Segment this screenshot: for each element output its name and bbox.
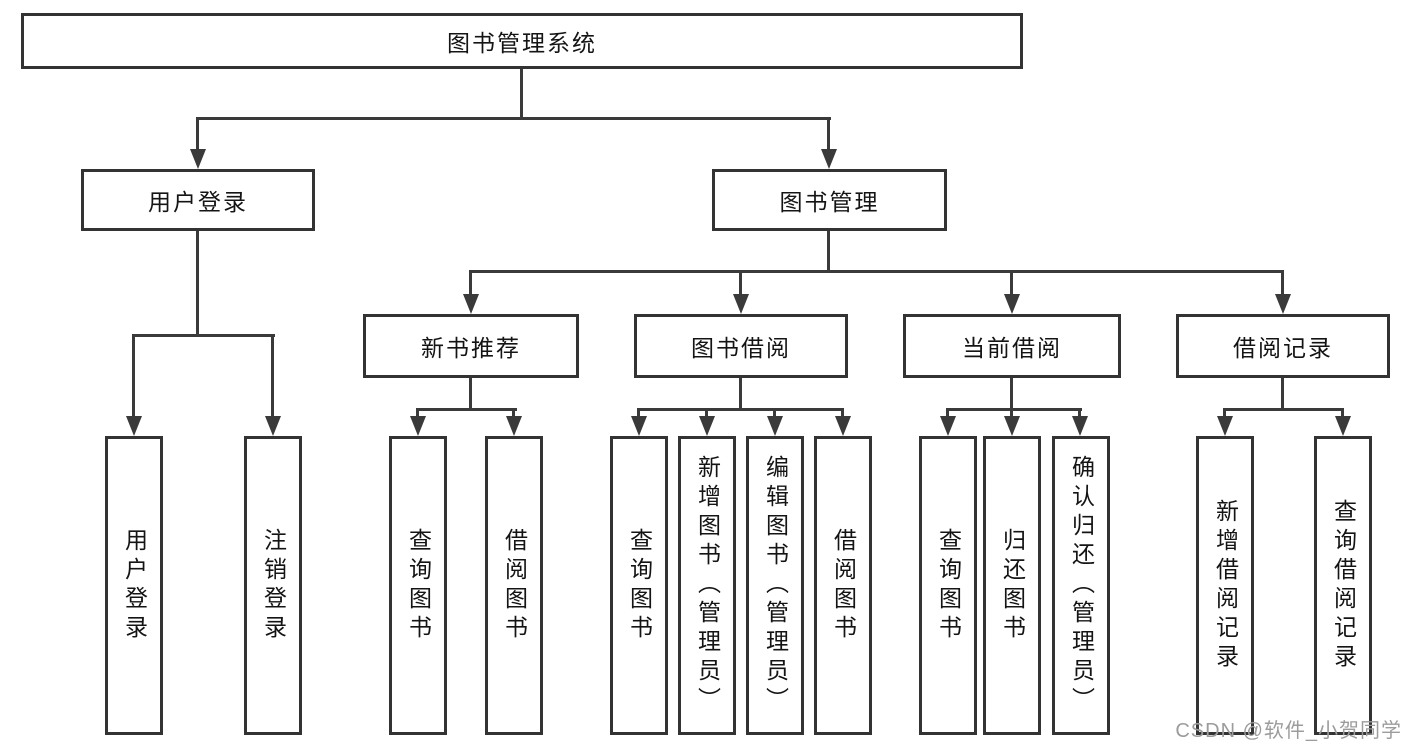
leaf-return-books: 归还图书 bbox=[983, 436, 1041, 735]
arrow-down-icon bbox=[126, 416, 142, 436]
leaf-label: 借阅图书 bbox=[501, 527, 528, 644]
arrow-down-icon bbox=[767, 416, 783, 436]
connector-line bbox=[1341, 408, 1344, 416]
connector-line bbox=[946, 408, 1082, 411]
connector-line bbox=[1010, 378, 1013, 411]
connector-line bbox=[197, 117, 831, 120]
leaf-label: 归还图书 bbox=[999, 527, 1026, 644]
node-label: 图书管理 bbox=[779, 189, 880, 215]
connector-line bbox=[196, 231, 199, 337]
connector-line bbox=[827, 117, 830, 149]
leaf-add-borrow-record: 新增借阅记录 bbox=[1196, 436, 1254, 735]
arrow-down-icon bbox=[265, 416, 281, 436]
leaf-label: 新增图书（管理员） bbox=[694, 455, 721, 716]
connector-line bbox=[132, 334, 135, 416]
arrow-down-icon bbox=[1004, 294, 1020, 314]
leaf-label: 用户登录 bbox=[121, 527, 148, 644]
leaf-label: 借阅图书 bbox=[830, 527, 857, 644]
leaf-user-login: 用户登录 bbox=[105, 436, 163, 735]
connector-line bbox=[841, 408, 844, 416]
connector-line bbox=[705, 408, 708, 416]
arrow-down-icon bbox=[1275, 294, 1291, 314]
leaf-label: 查询借阅记录 bbox=[1330, 498, 1357, 673]
arrow-down-icon bbox=[821, 149, 837, 169]
connector-line bbox=[773, 408, 776, 416]
arrow-down-icon bbox=[410, 416, 426, 436]
connector-line bbox=[1078, 408, 1081, 416]
leaf-query-borrow-record: 查询借阅记录 bbox=[1314, 436, 1372, 735]
leaf-recommend-query-books: 查询图书 bbox=[389, 436, 447, 735]
connector-line bbox=[739, 270, 742, 294]
connector-line bbox=[520, 68, 523, 120]
connector-line bbox=[469, 378, 472, 411]
connector-line bbox=[416, 408, 517, 411]
leaf-confirm-return-admin: 确认归还（管理员） bbox=[1052, 436, 1110, 735]
connector-line bbox=[416, 408, 419, 416]
connector-line bbox=[827, 231, 830, 273]
node-label: 用户登录 bbox=[148, 189, 248, 215]
leaf-label: 确认归还（管理员） bbox=[1068, 455, 1095, 716]
leaf-label: 查询图书 bbox=[405, 527, 432, 644]
leaf-label: 新增借阅记录 bbox=[1212, 498, 1239, 673]
connector-line bbox=[469, 270, 472, 294]
node-borrowing-records: 借阅记录 bbox=[1176, 314, 1390, 378]
leaf-label: 编辑图书（管理员） bbox=[762, 455, 789, 716]
connector-line bbox=[1223, 408, 1344, 411]
node-label: 当前借阅 bbox=[962, 335, 1062, 361]
connector-line bbox=[1223, 408, 1226, 416]
csdn-watermark: CSDN @软件_小贺同学 bbox=[1175, 720, 1402, 742]
connector-line bbox=[739, 378, 742, 411]
node-label: 新书推荐 bbox=[421, 335, 521, 361]
arrow-down-icon bbox=[506, 416, 522, 436]
leaf-logout-login: 注销登录 bbox=[244, 436, 302, 735]
arrow-down-icon bbox=[1335, 416, 1351, 436]
leaf-label: 注销登录 bbox=[260, 527, 287, 644]
connector-line bbox=[1281, 378, 1284, 411]
arrow-down-icon bbox=[1004, 416, 1020, 436]
arrow-down-icon bbox=[835, 416, 851, 436]
node-label: 图书管理系统 bbox=[447, 30, 597, 56]
connector-line bbox=[196, 117, 199, 149]
connector-line bbox=[512, 408, 515, 416]
node-book-borrowing: 图书借阅 bbox=[634, 314, 848, 378]
arrow-down-icon bbox=[1072, 416, 1088, 436]
arrow-down-icon bbox=[940, 416, 956, 436]
arrow-down-icon bbox=[699, 416, 715, 436]
connector-line bbox=[271, 334, 274, 416]
connector-line bbox=[1281, 270, 1284, 294]
leaf-borrowing-query-books: 查询图书 bbox=[610, 436, 668, 735]
node-new-book-recommendation: 新书推荐 bbox=[363, 314, 579, 378]
arrow-down-icon bbox=[1217, 416, 1233, 436]
node-label: 图书借阅 bbox=[691, 335, 791, 361]
connector-line bbox=[1010, 270, 1013, 294]
arrow-down-icon bbox=[631, 416, 647, 436]
connector-line bbox=[469, 270, 1284, 273]
leaf-recommend-borrow-books: 借阅图书 bbox=[485, 436, 543, 735]
leaf-current-query-books: 查询图书 bbox=[919, 436, 977, 735]
node-label: 借阅记录 bbox=[1233, 335, 1333, 361]
leaf-label: 查询图书 bbox=[626, 527, 653, 644]
leaf-edit-books-admin: 编辑图书（管理员） bbox=[746, 436, 804, 735]
connector-line bbox=[1010, 408, 1013, 416]
connector-line bbox=[946, 408, 949, 416]
node-current-borrowing: 当前借阅 bbox=[903, 314, 1121, 378]
node-library-management-system: 图书管理系统 bbox=[21, 13, 1023, 69]
node-book-management: 图书管理 bbox=[712, 169, 947, 231]
node-user-login: 用户登录 bbox=[81, 169, 315, 231]
leaf-add-books-admin: 新增图书（管理员） bbox=[678, 436, 736, 735]
connector-line bbox=[637, 408, 640, 416]
arrow-down-icon bbox=[190, 149, 206, 169]
connector-line bbox=[637, 408, 844, 411]
leaf-borrowing-borrow-books: 借阅图书 bbox=[814, 436, 872, 735]
arrow-down-icon bbox=[463, 294, 479, 314]
connector-line bbox=[132, 334, 275, 337]
leaf-label: 查询图书 bbox=[935, 527, 962, 644]
arrow-down-icon bbox=[733, 294, 749, 314]
